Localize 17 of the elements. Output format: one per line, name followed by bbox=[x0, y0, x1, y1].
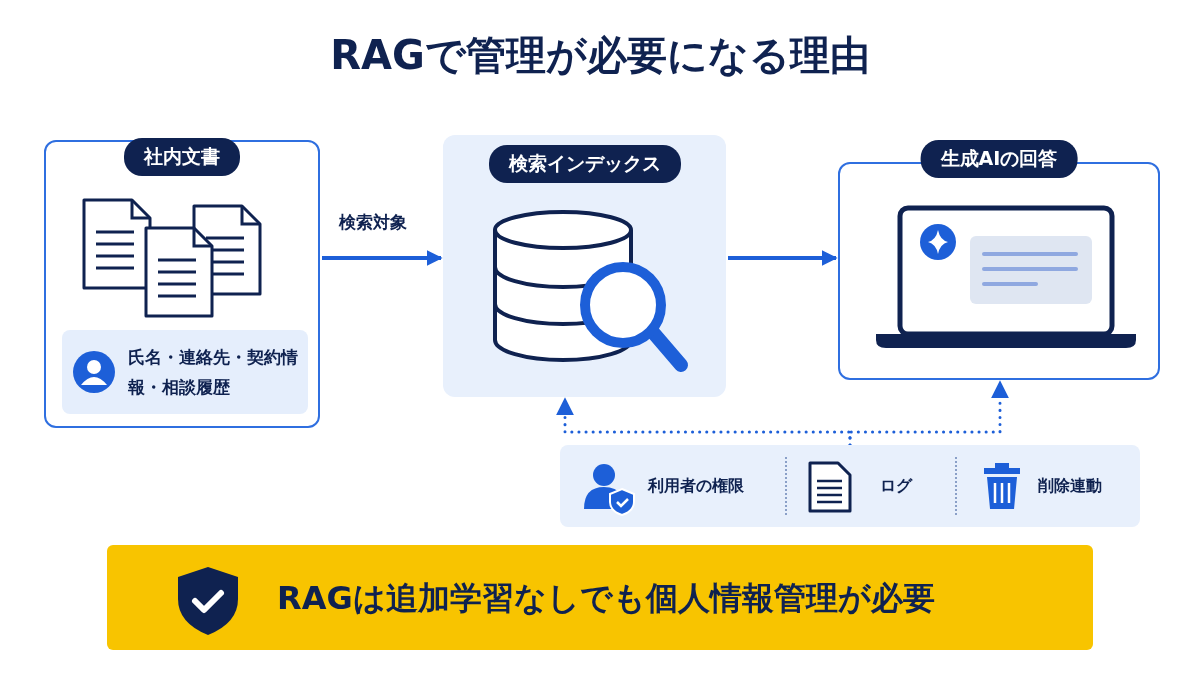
panel bbox=[443, 135, 726, 397]
title: RAGで管理が必要になる理由 bbox=[329, 31, 871, 80]
panel bbox=[44, 140, 320, 428]
control-panel bbox=[560, 445, 1140, 527]
item-label: ログ bbox=[880, 476, 912, 497]
item-label: 利用者の権限 bbox=[648, 476, 744, 497]
info-panel bbox=[62, 330, 308, 414]
dotted-arrow bbox=[848, 380, 1009, 447]
section-heading: 生成AIの回答 bbox=[920, 140, 1078, 178]
item-label: 削除連動 bbox=[1038, 476, 1102, 497]
banner bbox=[107, 545, 1093, 650]
banner-text: RAGは追加学習なしでも個人情報管理が必要 bbox=[277, 578, 935, 619]
arrow bbox=[728, 250, 838, 266]
arrow bbox=[322, 250, 443, 266]
section-heading: 社内文書 bbox=[124, 138, 240, 176]
section-heading: 検索インデックス bbox=[488, 145, 681, 183]
data-list-text: 氏名・連絡先・契約情報・相談履歴 bbox=[128, 346, 298, 399]
